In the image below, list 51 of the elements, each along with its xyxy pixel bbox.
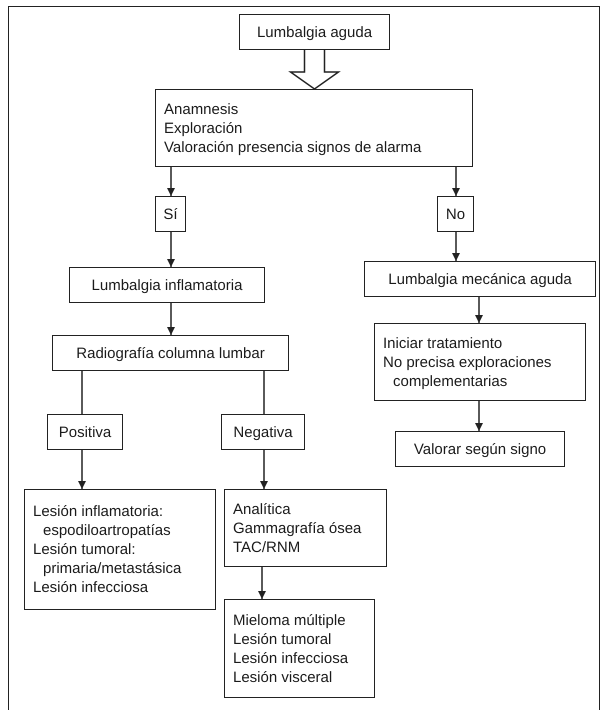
process-box: [374, 323, 586, 401]
box-text: Lumbalgia aguda: [256, 22, 372, 42]
box-text: Lesión infecciosa: [33, 578, 150, 597]
box-text: Lumbalgia mecánica aguda: [388, 270, 572, 288]
arrow: [258, 567, 266, 599]
process-box: [155, 89, 473, 167]
box-text: Iniciar tratamiento: [383, 334, 504, 352]
box-text: Mieloma múltiple: [233, 610, 347, 630]
box-text: Lesión tumoral: [233, 630, 332, 648]
box-text: Valoración presencia signos de alarma: [164, 138, 422, 156]
process-box: [224, 489, 387, 567]
box-text: No: [446, 204, 466, 224]
arrow: [475, 401, 483, 431]
arrow: [167, 232, 175, 267]
box-text: Gammagrafía ósea: [233, 518, 362, 538]
box-text: Sí: [163, 204, 178, 224]
process-box: [395, 431, 565, 467]
arrow: [167, 167, 175, 196]
arrow: [167, 303, 175, 335]
process-box: [24, 489, 216, 610]
box-text: No precisa exploraciones complementarias: [383, 352, 552, 390]
process-box: [437, 196, 474, 232]
arrow: [452, 232, 460, 261]
box-text: Lesión infecciosa: [233, 648, 350, 668]
box-text: Lesión visceral: [233, 668, 334, 686]
connector-line: [81, 371, 83, 414]
process-box: [155, 196, 186, 232]
process-box: [52, 335, 289, 371]
process-box: [221, 414, 305, 450]
hollow-block-arrow: [288, 49, 341, 90]
process-box: [364, 261, 596, 297]
connector-line: [263, 371, 265, 414]
process-box: [47, 414, 123, 450]
box-text: Anamnesis: [164, 100, 240, 118]
box-text: Valorar según signo: [414, 440, 546, 458]
process-box: [69, 267, 265, 303]
arrow: [260, 450, 268, 489]
box-text: Positiva: [58, 422, 112, 442]
box-text: Negativa: [233, 422, 293, 442]
box-text: Lesión tumoral: primaria/metastásica: [33, 540, 182, 578]
box-text: TAC/RNM: [233, 538, 302, 556]
arrow: [475, 297, 483, 323]
arrow: [78, 450, 86, 489]
arrow: [452, 167, 460, 196]
box-text: Lesión inflamatoria: espodiloartropatías: [33, 502, 172, 540]
box-text: Radiografía columna lumbar: [76, 344, 265, 362]
process-box: [239, 14, 390, 50]
box-text: Lumbalgia inflamatoria: [92, 276, 242, 294]
box-text: Exploración: [164, 118, 244, 138]
process-box: [224, 599, 375, 698]
box-text: Analítica: [233, 500, 292, 518]
